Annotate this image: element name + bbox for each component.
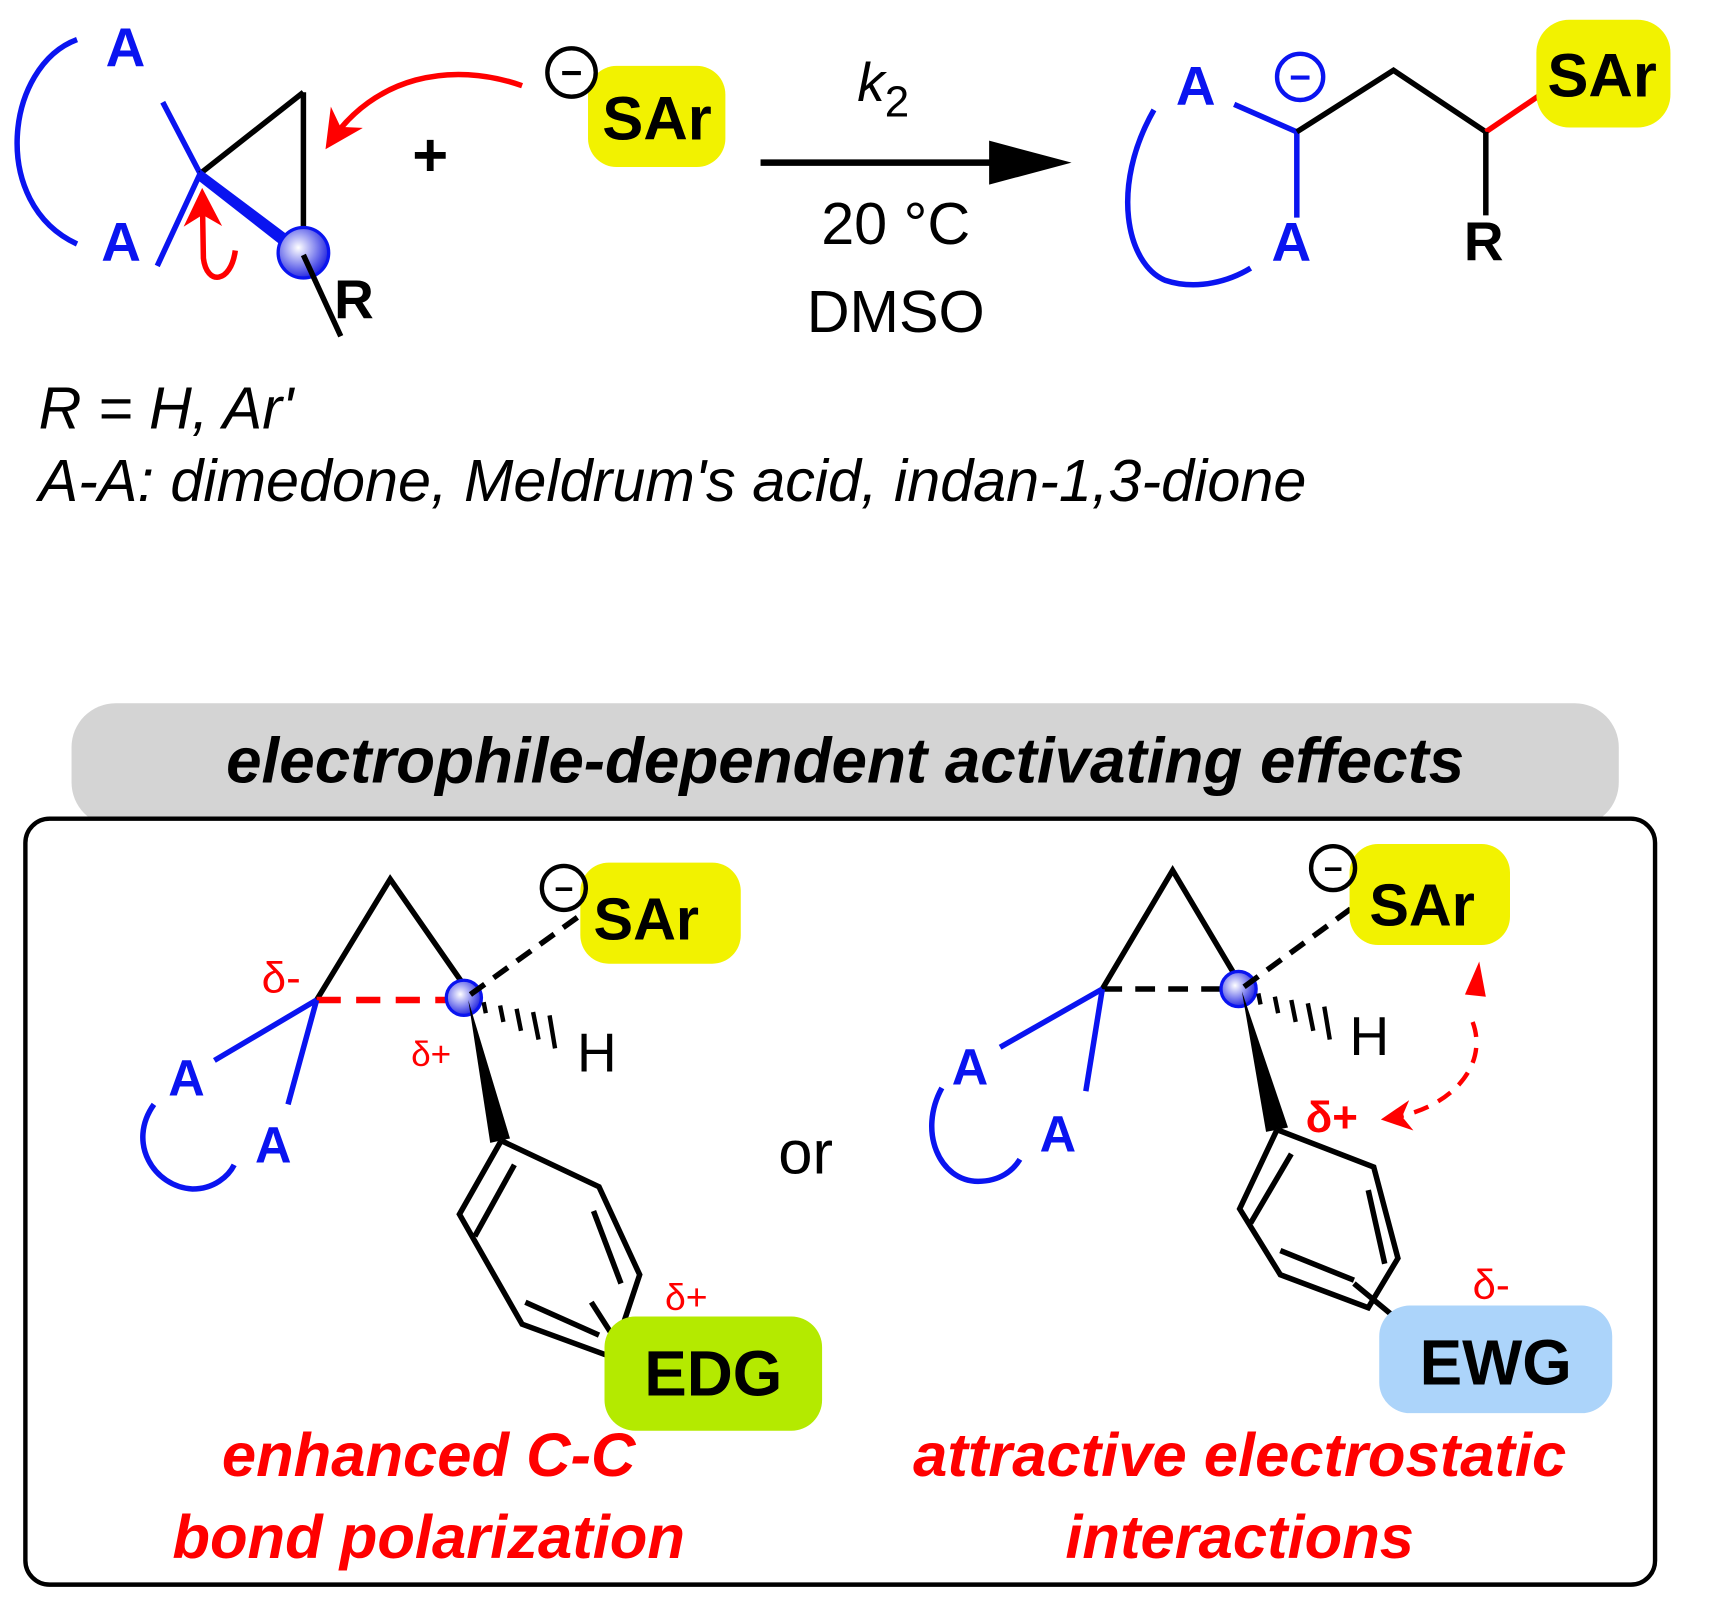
right-charge-sign: −: [1323, 850, 1342, 887]
right-acceptor-arc: [929, 1086, 1023, 1185]
negative-charge-sign: −: [561, 52, 583, 94]
ewg-label: EWG: [1420, 1327, 1572, 1399]
right-charge-circle: [1308, 843, 1358, 893]
or-separator: or: [778, 1119, 833, 1188]
left-acceptor-top: A: [168, 1050, 205, 1107]
electrostatic-interaction-arrow: [1380, 1021, 1479, 1131]
acceptor-definition: A-A: dimedone, Meldrum's acid, indan-1,3…: [36, 447, 1307, 514]
substituent-r-label: R: [334, 269, 374, 331]
right-panel-ewg: A A H − SAr δ+ δ- EWG attractive electro…: [913, 843, 1613, 1572]
left-benzene-double-2: [590, 1210, 624, 1285]
acceptor-label-top: A: [106, 16, 146, 78]
right-electrophilic-ball: [1219, 969, 1258, 1009]
right-caption-line2: interactions: [1065, 1503, 1414, 1572]
product-acceptor-arc: [1125, 108, 1253, 288]
product-chain: [1295, 67, 1488, 135]
bond-break-arrow: [183, 187, 238, 280]
product-thiol-highlight: [1536, 19, 1671, 128]
right-ring-bonds: [1099, 864, 1245, 991]
left-delta-plus-carbon: δ+: [411, 1035, 451, 1074]
right-benzene-double-1: [1248, 1152, 1294, 1225]
acceptor-bond-top: [160, 100, 203, 175]
right-delta-plus-ipso: δ+: [1306, 1093, 1358, 1142]
left-thiolate-label: SAr: [594, 886, 700, 953]
left-acceptor-bond-1: [212, 997, 318, 1063]
left-thiolate-highlight: [580, 862, 741, 964]
left-hydrogen: H: [577, 1021, 617, 1083]
right-nucleophile-approach: [1242, 901, 1360, 990]
left-delta-plus-group: δ+: [665, 1276, 708, 1318]
product-ring-opened: − A A R SAr: [1125, 19, 1671, 288]
left-acceptor-bottom: A: [255, 1117, 291, 1174]
thiolate-highlight: [588, 65, 726, 168]
left-delta-minus: δ-: [262, 953, 301, 1002]
solvent-label: DMSO: [807, 278, 985, 345]
right-thiolate-highlight: [1349, 843, 1510, 946]
rate-constant-subscript: 2: [885, 77, 909, 126]
left-benzene-double-3: [524, 1299, 601, 1338]
right-caption-line1: attractive electrostatic: [913, 1421, 1566, 1490]
reaction-arrow-head: [989, 140, 1072, 185]
right-wedge-to-aryl: [1241, 991, 1289, 1132]
left-ring-bonds: [314, 874, 473, 1002]
right-acceptor-bottom: A: [1040, 1106, 1077, 1163]
rate-constant-label: k2: [857, 51, 909, 126]
left-caption-line1: enhanced C-C: [222, 1421, 637, 1490]
plus-sign: +: [412, 121, 448, 190]
temperature-label: 20 °C: [821, 190, 970, 257]
left-charge-circle: [539, 863, 589, 913]
edg-label: EDG: [644, 1338, 782, 1410]
r-bond: [300, 253, 344, 338]
right-acceptor-bond-1: [998, 986, 1104, 1050]
electrophilic-carbon-ball: [276, 225, 331, 280]
right-benzene-double-2: [1365, 1189, 1388, 1265]
negative-charge-circle: [545, 46, 598, 99]
thiolate-label: SAr: [602, 85, 711, 154]
left-caption-line2: bond polarization: [172, 1503, 685, 1572]
acceptor-ring-arc: [14, 36, 79, 247]
left-hashed-bond: [481, 1001, 558, 1049]
right-acceptor-bond-2: [1083, 988, 1106, 1092]
nucleophilic-attack-arrow: [325, 71, 524, 150]
r-definition: R = H, Ar': [39, 375, 295, 442]
right-benzene-double-3: [1279, 1248, 1355, 1283]
ewg-highlight: [1379, 1305, 1613, 1414]
new-c-s-bond: [1484, 92, 1543, 135]
right-benzene: [1236, 1127, 1401, 1312]
left-benzene-double-1: [472, 1163, 517, 1238]
acceptor-label-bottom: A: [101, 210, 141, 272]
right-hydrogen: H: [1350, 1005, 1390, 1067]
left-electrophilic-ball: [444, 978, 484, 1018]
product-charge-sign: −: [1289, 56, 1311, 98]
acceptor-bond-bottom: [154, 172, 203, 268]
left-wedge-to-aryl: [468, 1000, 510, 1143]
banner-title: electrophile-dependent activating effect…: [226, 724, 1464, 796]
product-acceptor-label-bottom: A: [1272, 210, 1312, 272]
left-acceptor-bond-2: [285, 999, 320, 1106]
product-acceptor-bond-top: [1233, 101, 1298, 135]
right-acceptor-top: A: [952, 1039, 989, 1096]
left-charge-sign: −: [554, 870, 573, 907]
left-acceptor-arc: [140, 1102, 237, 1192]
product-acceptor-label-top: A: [1176, 54, 1216, 116]
product-charge-circle: [1274, 51, 1326, 103]
right-thiolate-label: SAr: [1369, 871, 1475, 938]
right-hashed-bond: [1256, 992, 1332, 1040]
ring-bond-left: [198, 90, 306, 176]
banner-background: [71, 703, 1619, 827]
electrostatic-arrow-head-top: [1464, 961, 1486, 997]
product-r-label: R: [1464, 210, 1504, 272]
edg-highlight: [604, 1316, 823, 1431]
product-thiol-label: SAr: [1547, 42, 1656, 111]
wedge-bond: [197, 169, 306, 260]
reaction-arrow: k2 20 °C DMSO: [760, 51, 1072, 345]
thiolate-nucleophile: − SAr: [545, 46, 726, 168]
left-nucleophile-approach: [468, 909, 587, 997]
reactant-cyclopropane: A A R: [14, 16, 374, 338]
right-delta-minus-group: δ-: [1473, 1261, 1510, 1308]
left-panel-edg: A A δ- δ+ H − SAr δ+ EDG enhanced C-C bo…: [140, 862, 823, 1572]
